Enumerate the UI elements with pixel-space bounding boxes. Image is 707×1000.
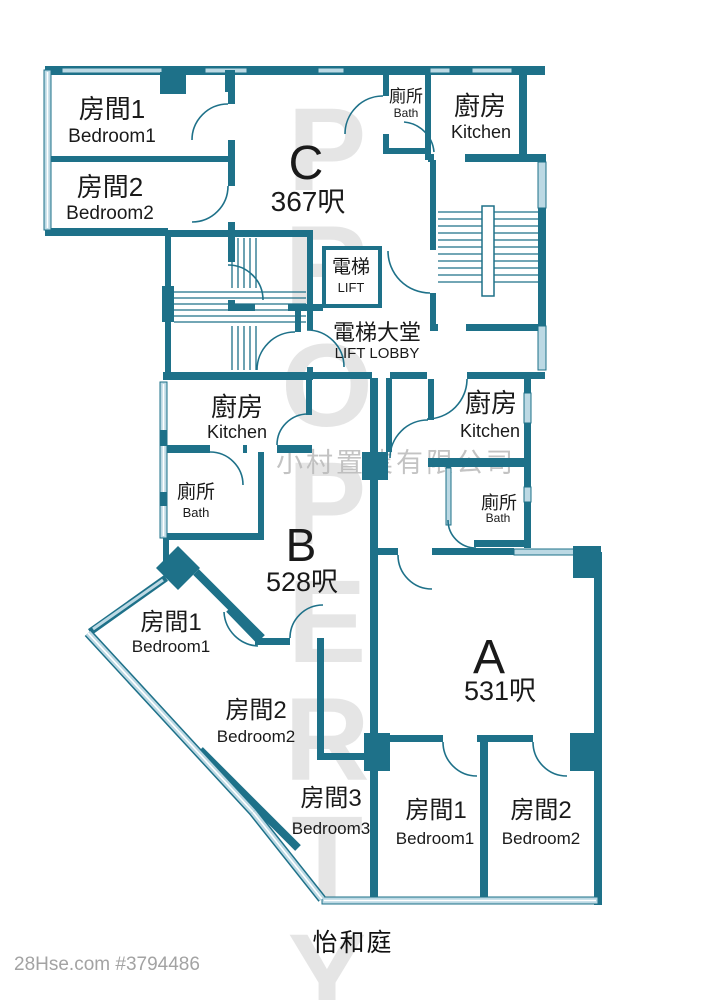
unit-b-kitchen-label-en: Kitchen: [206, 422, 268, 442]
unit-b-bedroom1-label-zh: 房間1: [140, 609, 202, 636]
unit-b-kitchen-label-zh: 廚房: [210, 392, 264, 422]
unit-c-bedroom2-label-zh: 房間2: [76, 172, 144, 202]
stairs-left: [174, 238, 306, 370]
wall-blocks: [156, 70, 601, 771]
unit-b-bedroom1-label-en: Bedroom1: [131, 637, 211, 656]
unit-b-bedroom3-label-zh: 房間3: [300, 785, 362, 812]
unit-a-bath-label-en: Bath: [485, 511, 511, 525]
unit-a-area: 531呎: [463, 676, 537, 706]
windows: [43, 67, 599, 905]
unit-c-bath-label-en: Bath: [393, 106, 419, 120]
unit-b-bath-label-en: Bath: [182, 505, 210, 520]
unit-a-kitchen-label-zh: 廚房: [464, 388, 518, 418]
unit-c-bedroom2-label-en: Bedroom2: [66, 203, 154, 224]
unit-c-kitchen-label-en: Kitchen: [450, 122, 512, 142]
unit-a-letter: A: [472, 631, 506, 684]
unit-b-bedroom2-label-en: Bedroom2: [216, 727, 296, 746]
unit-b-bedroom3-label-en: Bedroom3: [291, 819, 371, 838]
unit-a-bedroom1-label-en: Bedroom1: [395, 829, 475, 848]
unit-c-bedroom1-label-en: Bedroom1: [68, 126, 156, 147]
lift-label-en: LIFT: [337, 280, 365, 295]
unit-b-area: 528呎: [265, 567, 339, 597]
unit-a-bedroom2-label-en: Bedroom2: [501, 829, 581, 848]
unit-a-bedroom2-label-zh: 房間2: [510, 797, 572, 824]
lift-lobby-label-en: LIFT LOBBY: [334, 345, 420, 362]
unit-b-bath-label-zh: 廁所: [176, 482, 216, 503]
lift-box: [322, 246, 382, 308]
unit-c-letter: C: [288, 137, 324, 190]
doors: [191, 95, 568, 777]
unit-b-letter: B: [285, 519, 317, 571]
lift-lobby-label-zh: 電梯大堂: [332, 320, 422, 345]
unit-c-kitchen-label-zh: 廚房: [453, 91, 507, 121]
unit-c-bedroom1-label-zh: 房間1: [78, 94, 146, 124]
unit-a-bath-label-zh: 廁所: [481, 493, 517, 513]
unit-a-kitchen-label-en: Kitchen: [459, 421, 521, 441]
unit-c-bath-label-zh: 廁所: [389, 87, 423, 106]
building-name: 怡和庭: [312, 929, 394, 957]
unit-b-bedroom2-label-zh: 房間2: [225, 697, 287, 724]
lift-label-zh: 電梯: [331, 257, 371, 278]
unit-c-area: 367呎: [270, 186, 346, 217]
listing-reference: 28Hse.com #3794486: [14, 954, 200, 975]
unit-a-bedroom1-label-zh: 房間1: [405, 797, 467, 824]
stairs-right: [438, 205, 538, 297]
